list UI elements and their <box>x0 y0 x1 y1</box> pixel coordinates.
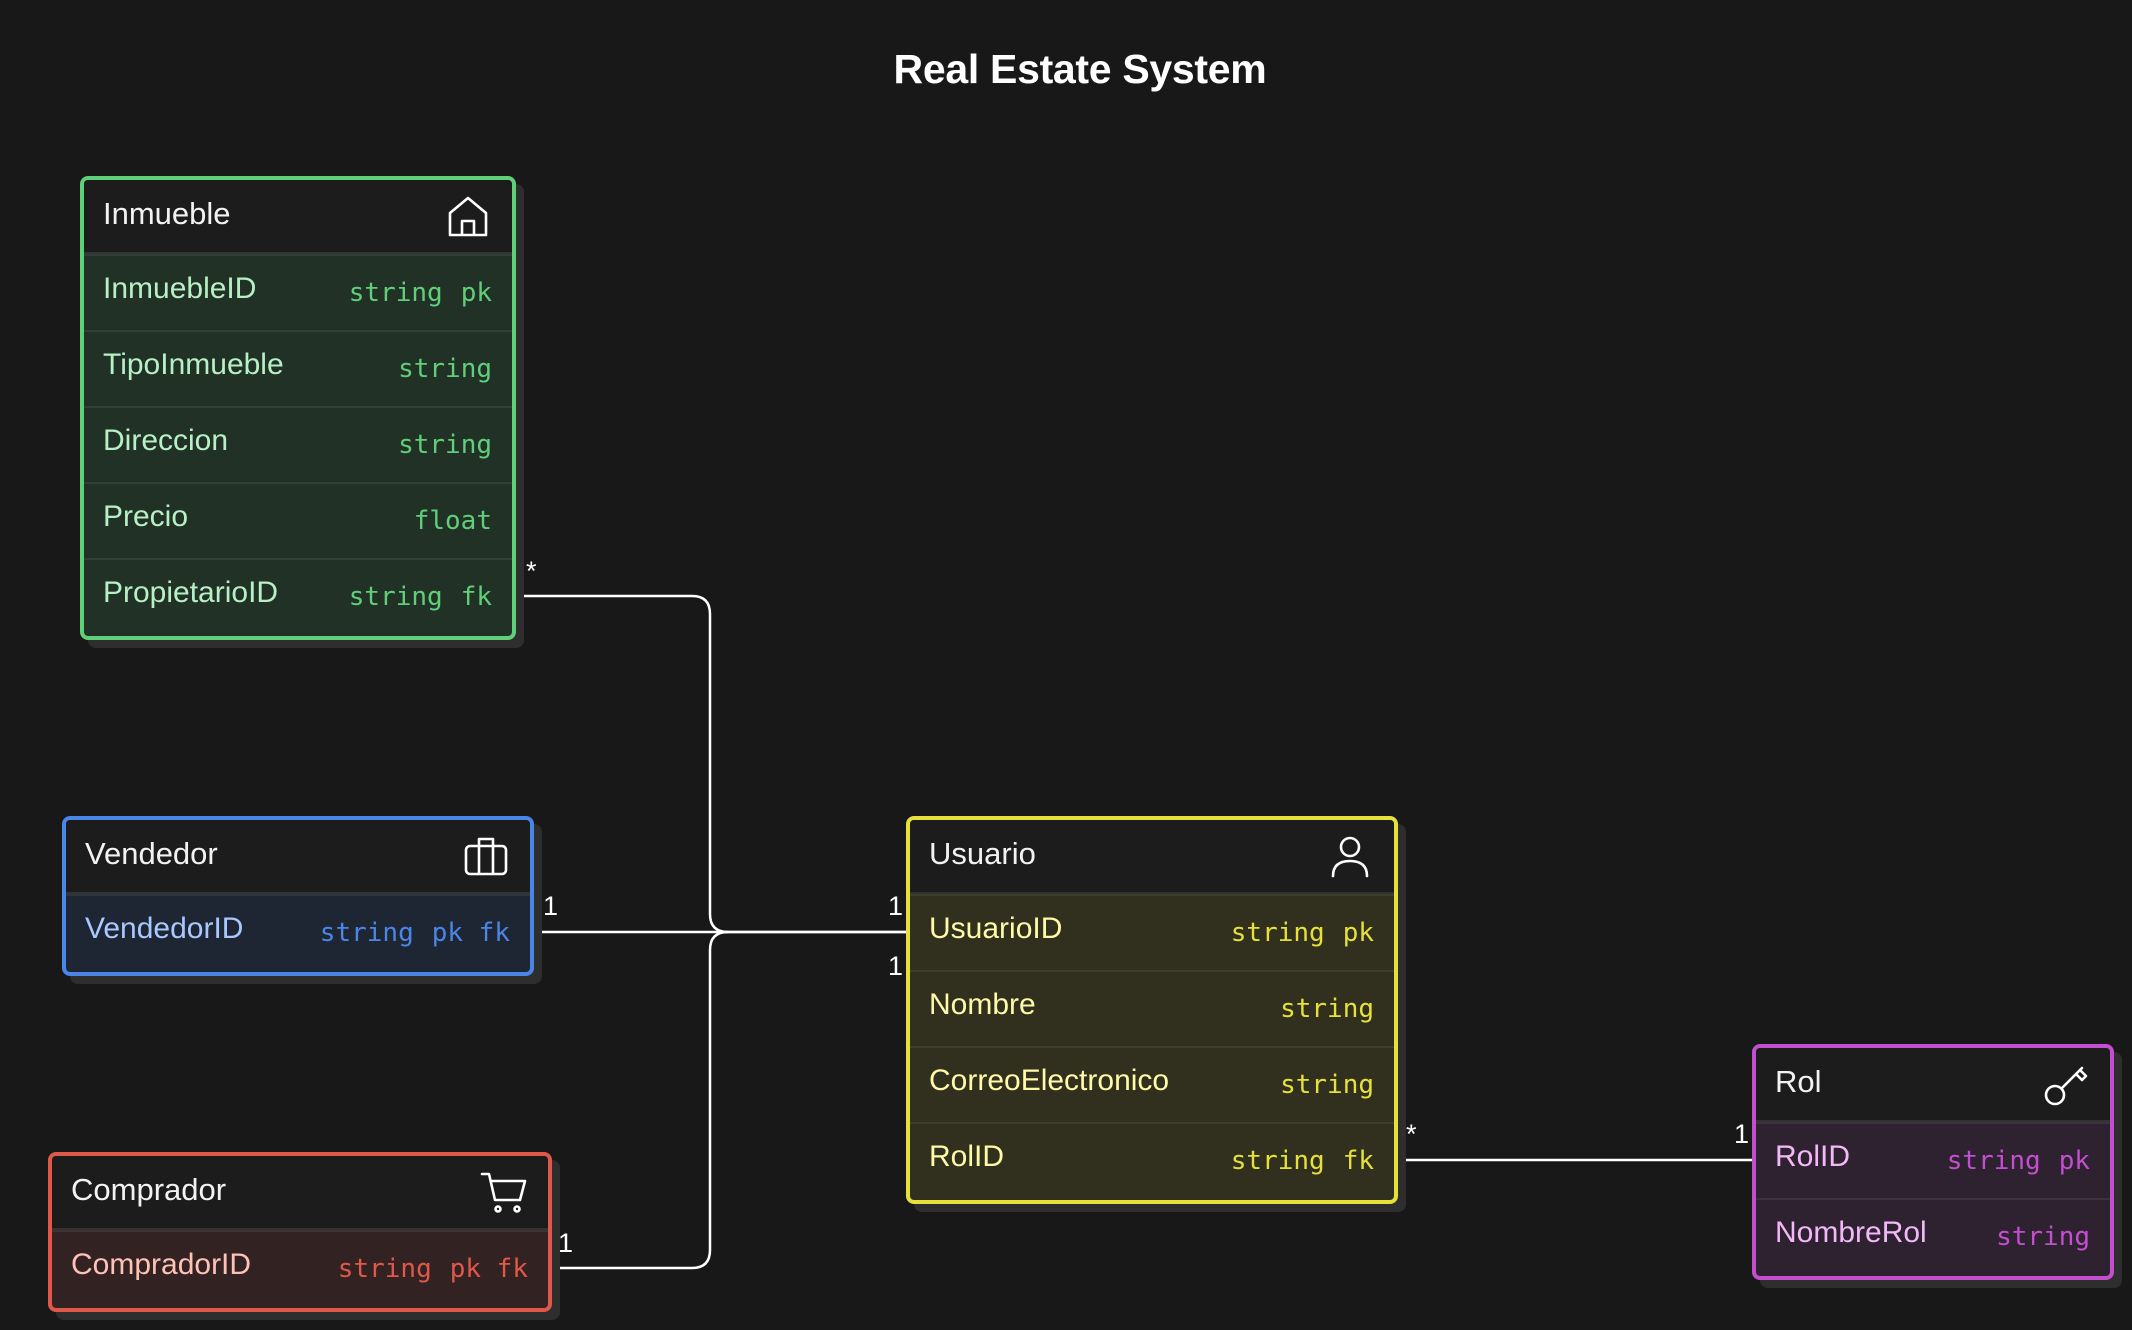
field-meta: string <box>398 430 492 460</box>
field-row[interactable]: InmuebleID string pk <box>84 254 512 330</box>
key-icon <box>2042 1060 2090 1108</box>
field-type: string <box>398 430 492 460</box>
field-meta: string pk <box>1947 1146 2090 1176</box>
field-type: string <box>1946 1146 2041 1176</box>
field-flags: pk <box>2058 1146 2090 1176</box>
field-meta: string pk <box>349 278 492 308</box>
entity-vendedor[interactable]: Vendedor VendedorID string pk fk <box>62 816 534 976</box>
field-row[interactable]: RolID string fk <box>910 1122 1394 1198</box>
field-flags: pk fk <box>449 1254 528 1284</box>
field-type: string <box>337 1254 432 1284</box>
field-type: string <box>1230 1146 1325 1176</box>
field-meta: string <box>1996 1222 2090 1252</box>
field-name: Direccion <box>103 424 229 457</box>
cardinality-usuario-from-vendedor: 1 <box>888 891 903 921</box>
field-meta: string fk <box>1231 1146 1374 1176</box>
field-row[interactable]: Direccion string <box>84 406 512 482</box>
field-row[interactable]: UsuarioID string pk <box>910 894 1394 970</box>
entity-name: Comprador <box>71 1172 227 1207</box>
field-type: string <box>348 582 443 612</box>
entity-header: Vendedor <box>66 820 530 894</box>
entity-header: Inmueble <box>84 180 512 254</box>
entity-name: Usuario <box>929 836 1036 871</box>
entity-name: Rol <box>1775 1064 1822 1099</box>
field-type: string <box>1996 1222 2090 1252</box>
entity-usuario[interactable]: Usuario UsuarioID string pk Nombre string… <box>906 816 1398 1204</box>
field-row[interactable]: Nombre string <box>910 970 1394 1046</box>
field-name: CompradorID <box>71 1248 252 1281</box>
entity-rol[interactable]: Rol RolID string pk NombreRol string <box>1752 1044 2114 1280</box>
field-meta: string <box>1280 1070 1374 1100</box>
field-row[interactable]: TipoInmueble string <box>84 330 512 406</box>
diagram-title: Real Estate System <box>893 46 1267 92</box>
field-row[interactable]: CorreoElectronico string <box>910 1046 1394 1122</box>
field-flags: pk <box>1342 918 1374 948</box>
field-meta: string pk fk <box>338 1254 528 1284</box>
field-type: string <box>348 278 443 308</box>
field-meta: string fk <box>349 582 492 612</box>
relationship-line-inmueble-usuario <box>504 594 918 934</box>
entity-comprador[interactable]: Comprador CompradorID string pk fk <box>48 1152 552 1312</box>
briefcase-icon <box>462 832 510 880</box>
cardinality-vendedor: 1 <box>543 891 558 921</box>
field-flags: pk <box>460 278 492 308</box>
entity-inmueble[interactable]: Inmueble InmuebleID string pk TipoInmuebl… <box>80 176 516 640</box>
field-flags: fk <box>1342 1146 1374 1176</box>
field-name: PropietarioID <box>103 576 279 609</box>
field-row[interactable]: PropietarioID string fk <box>84 558 512 634</box>
field-type: string <box>1280 994 1374 1024</box>
entity-header: Comprador <box>52 1156 548 1230</box>
field-name: CorreoElectronico <box>929 1064 1170 1097</box>
field-type: string <box>319 918 414 948</box>
field-type: string <box>1230 918 1325 948</box>
field-name: VendedorID <box>85 912 244 945</box>
field-meta: string pk <box>1231 918 1374 948</box>
field-meta: string <box>398 354 492 384</box>
field-name: NombreRol <box>1775 1216 1927 1249</box>
cardinality-comprador: 1 <box>558 1228 573 1258</box>
entity-header: Rol <box>1756 1048 2110 1122</box>
field-name: InmuebleID <box>103 272 257 305</box>
field-name: RolID <box>1775 1140 1851 1173</box>
cardinality-inmueble-propietario: * <box>526 556 537 586</box>
field-name: UsuarioID <box>929 912 1063 945</box>
entity-name: Vendedor <box>85 836 218 871</box>
relationship-line-comprador-usuario <box>540 930 729 1270</box>
field-name: RolID <box>929 1140 1005 1173</box>
field-flags: pk fk <box>431 918 510 948</box>
field-meta: string pk fk <box>320 918 510 948</box>
field-row[interactable]: CompradorID string pk fk <box>52 1230 548 1306</box>
house-icon <box>444 192 492 240</box>
field-flags: fk <box>460 582 492 612</box>
field-type: string <box>1280 1070 1374 1100</box>
field-name: Precio <box>103 500 189 533</box>
field-meta: string <box>1280 994 1374 1024</box>
field-name: Nombre <box>929 988 1036 1021</box>
cardinality-usuario-from-inmueble: 1 <box>888 951 903 981</box>
entity-header: Usuario <box>910 820 1394 894</box>
field-name: TipoInmueble <box>103 348 284 381</box>
cardinality-rol: 1 <box>1734 1119 1749 1149</box>
cardinality-usuario-rolid: * <box>1406 1119 1417 1149</box>
field-meta: float <box>414 506 492 536</box>
shopping-cart-icon <box>480 1168 528 1216</box>
entity-name: Inmueble <box>103 196 231 231</box>
field-row[interactable]: RolID string pk <box>1756 1122 2110 1198</box>
field-type: float <box>413 506 492 536</box>
field-row[interactable]: VendedorID string pk fk <box>66 894 530 970</box>
field-row[interactable]: NombreRol string <box>1756 1198 2110 1274</box>
field-row[interactable]: Precio float <box>84 482 512 558</box>
user-icon <box>1326 832 1374 880</box>
field-type: string <box>398 354 492 384</box>
